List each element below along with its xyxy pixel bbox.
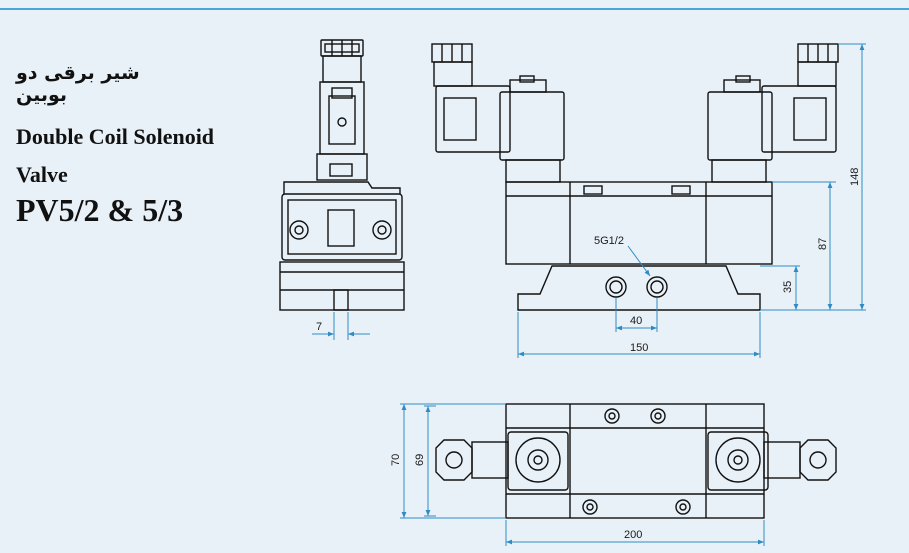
title-english: Double Coil Solenoid Valve <box>16 124 215 187</box>
side-view <box>279 39 405 311</box>
title-model: PV5/2 & 5/3 <box>16 192 184 228</box>
dim-port-label: 5G1/2 <box>594 235 624 247</box>
dim-port-spacing: 40 <box>630 315 642 327</box>
title-persian: شیر برقی دو بوبین <box>16 62 140 106</box>
dim-port-height: 35 <box>782 281 794 293</box>
dim-side-slot-label: 7 <box>316 321 322 333</box>
dim-top-width-outer: 70 <box>390 454 402 466</box>
front-view <box>431 43 839 311</box>
dim-front <box>517 43 866 358</box>
dim-total-height: 148 <box>849 168 861 186</box>
dim-top <box>400 403 765 546</box>
dim-top-width-inner: 69 <box>414 454 426 466</box>
top-view <box>435 403 837 519</box>
dim-body-height: 87 <box>817 238 829 250</box>
dim-base-length: 150 <box>630 342 648 354</box>
header-rule <box>0 8 909 10</box>
dim-top-length: 200 <box>624 529 642 541</box>
title-block: شیر برقی دو بوبین Double Coil Solenoid V… <box>16 62 276 229</box>
dim-side-slot <box>312 312 370 340</box>
